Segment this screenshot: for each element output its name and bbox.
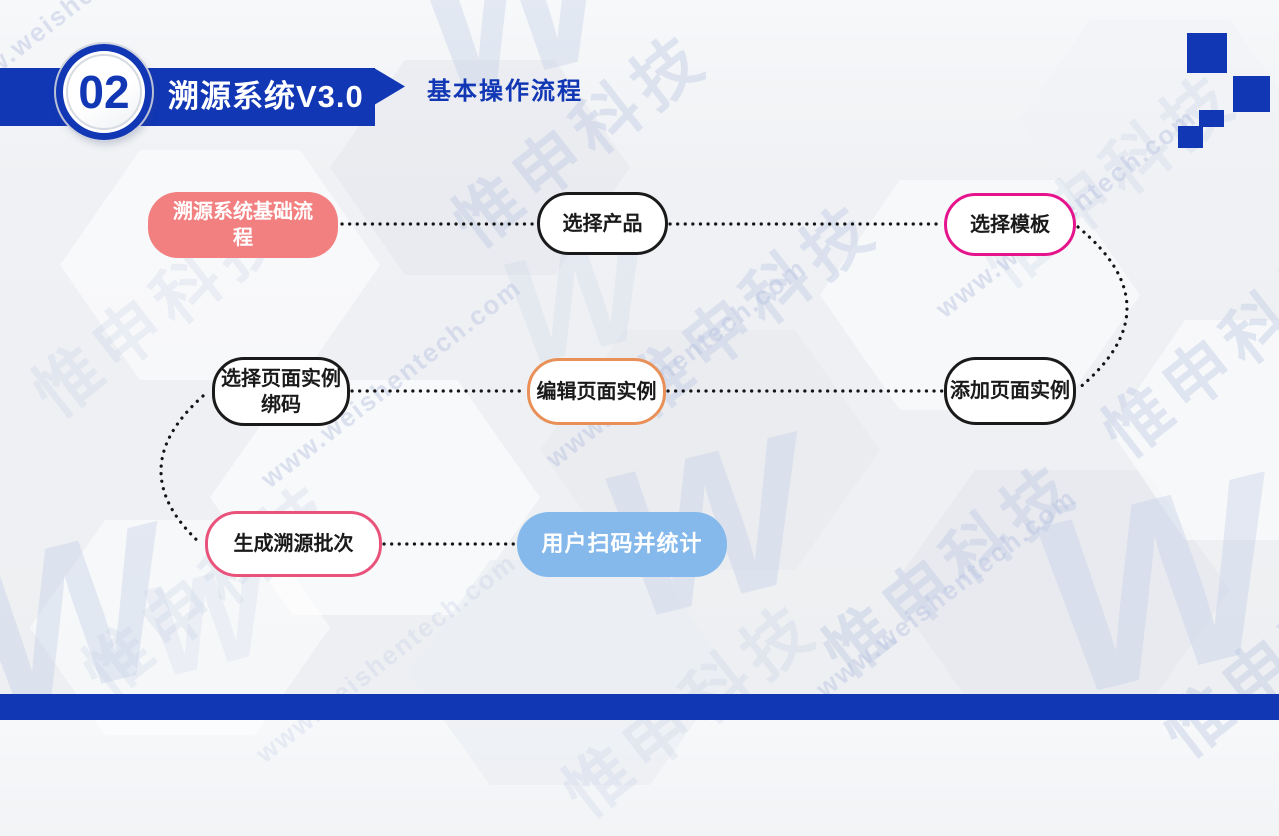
flow-node-scan-and-stats: 用户扫码并统计: [517, 512, 727, 577]
flow-node-basic-process: 溯源系统基础流程: [148, 192, 338, 258]
section-title: 溯源系统V3.0: [168, 79, 364, 114]
flow-node-add-page-instance: 添加页面实例: [944, 357, 1076, 425]
connector-select-template-to-add-instance: [1076, 225, 1129, 391]
bottom-accent-bar: [0, 694, 1279, 720]
section-number: 02: [66, 54, 142, 130]
flow-node-edit-page-instance: 编辑页面实例: [527, 358, 666, 425]
connector-bind-code-to-generate-batch: [159, 394, 205, 546]
flow-node-select-product: 选择产品: [537, 192, 668, 255]
flow-node-bind-code: 选择页面实例绑码: [212, 357, 350, 426]
flow-node-generate-batch: 生成溯源批次: [205, 511, 382, 577]
flow-node-select-template: 选择模板: [944, 193, 1076, 256]
section-number-badge: 02: [56, 44, 152, 140]
page-title: 基本操作流程: [427, 78, 583, 105]
